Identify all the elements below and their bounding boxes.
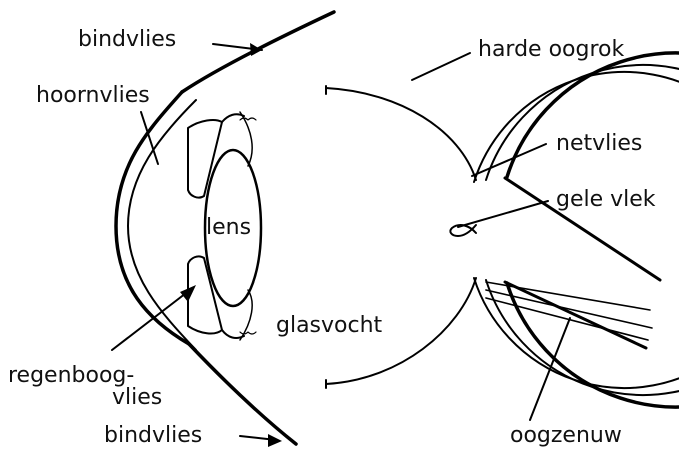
label-gele-vlek: gele vlek (556, 187, 656, 212)
leader-regenboogvlies (112, 290, 190, 350)
fovea (450, 225, 476, 236)
label-bindvlies-bottom: bindvlies (104, 423, 202, 448)
label-netvlies: netvlies (556, 131, 642, 156)
arrow-bindvlies-top-icon (250, 43, 262, 56)
label-hoornvlies: hoornvlies (36, 83, 150, 108)
conjunctiva-lower (189, 344, 296, 444)
leader-harde-oogrok (412, 53, 470, 80)
label-lens: lens (206, 215, 251, 240)
leader-gele-vlek (458, 201, 548, 227)
label-harde-oogrok: harde oogrok (478, 37, 624, 62)
arrow-bindvlies-bottom-icon (268, 434, 282, 447)
label-glasvocht: glasvocht (276, 313, 383, 338)
label-oogzenuw: oogzenuw (510, 423, 622, 448)
label-bindvlies-top: bindvlies (78, 27, 176, 52)
label-regenboogvlies-line2: vlies (112, 385, 162, 410)
